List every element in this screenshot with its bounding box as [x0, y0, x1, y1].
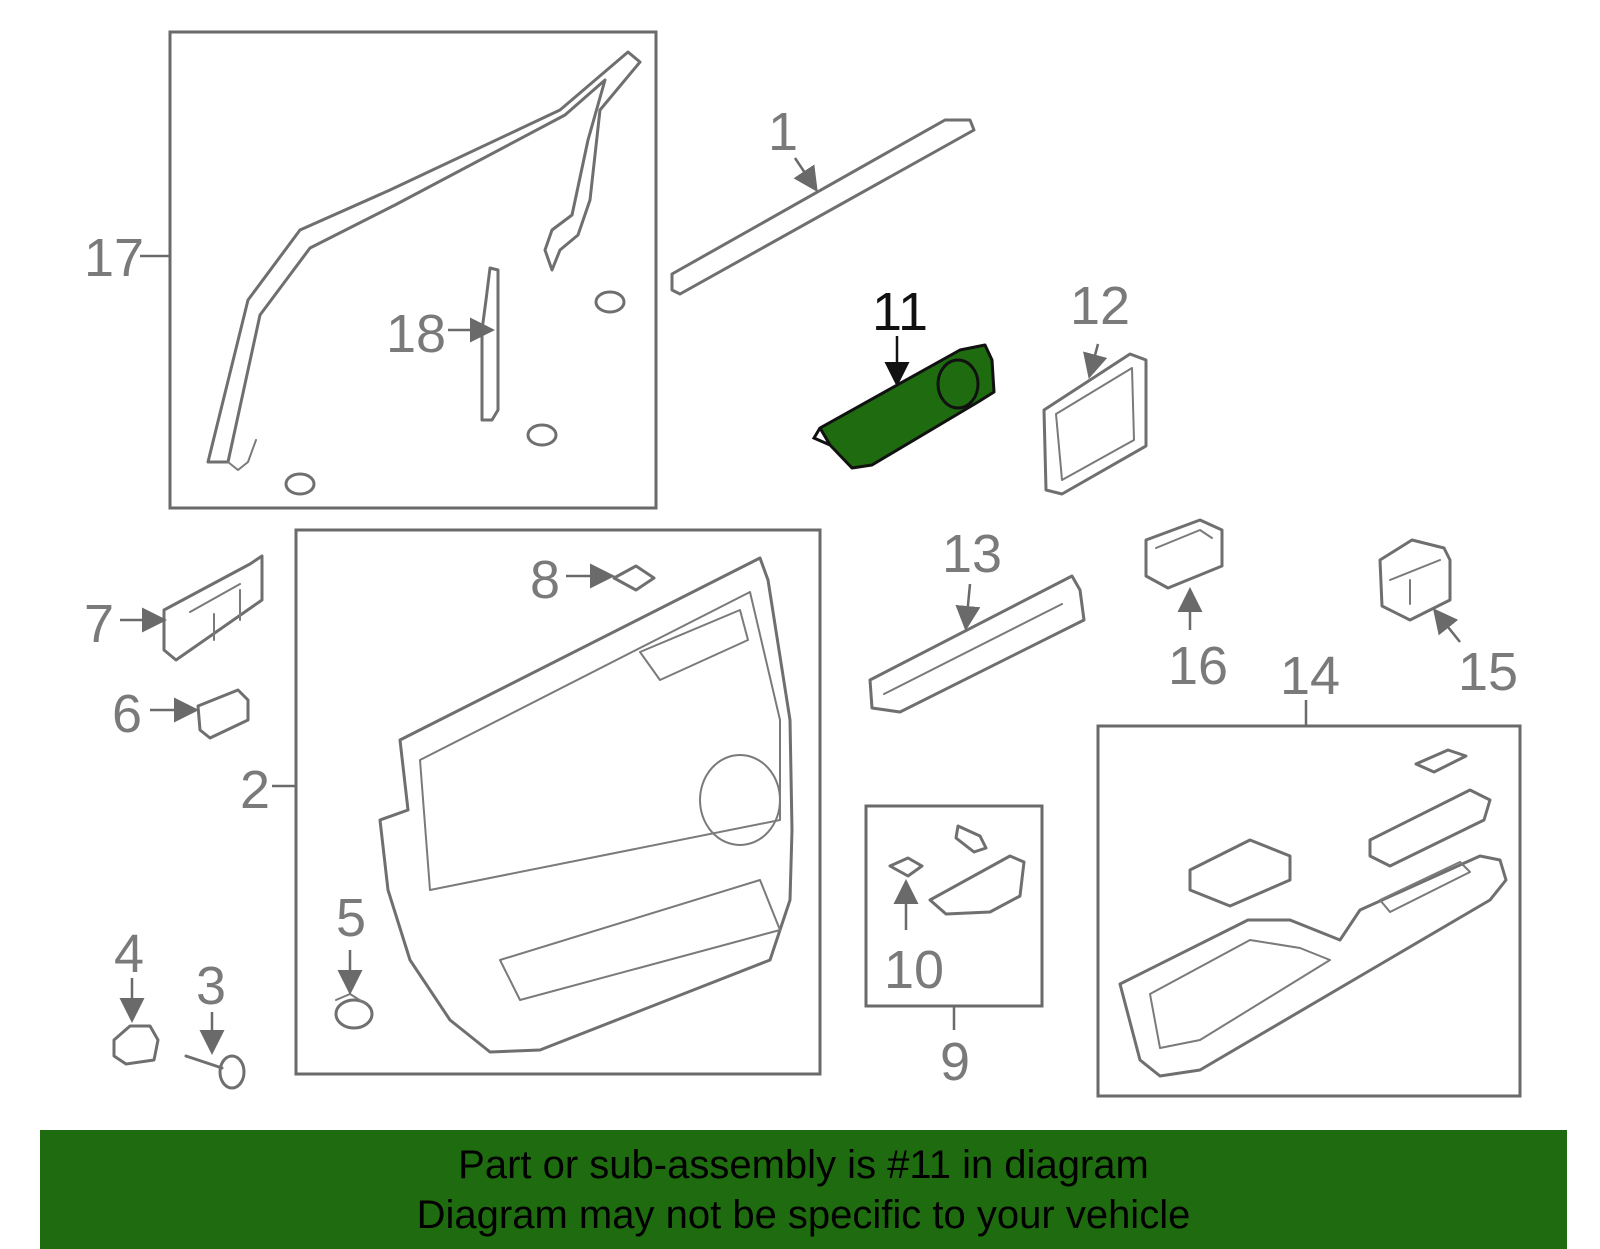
callout-11: 11 — [872, 282, 928, 342]
part-11-highlighted — [811, 343, 996, 470]
part-17-window-frame — [206, 50, 642, 471]
part-16-switch — [1144, 518, 1224, 590]
info-banner: Part or sub-assembly is #11 in diagram D… — [40, 1130, 1567, 1249]
banner-line-1: Part or sub-assembly is #11 in diagram — [458, 1143, 1149, 1187]
part-13-trim-strip — [868, 574, 1086, 714]
callout-16: 16 — [1168, 636, 1228, 696]
callout-12: 12 — [1070, 276, 1130, 336]
callout-5: 5 — [336, 888, 366, 948]
leader-12 — [1083, 343, 1108, 379]
callout-18: 18 — [386, 304, 446, 364]
callout-9: 9 — [940, 1032, 970, 1092]
part-10-clip — [888, 856, 924, 878]
part-8-clip — [612, 564, 656, 592]
part-6-clip — [196, 688, 250, 740]
part-5-fastener — [334, 993, 374, 1030]
clips-17 — [284, 290, 626, 496]
callout-6: 6 — [112, 684, 142, 744]
leader-13 — [955, 583, 981, 631]
part-7-bracket — [162, 554, 264, 662]
callout-7: 7 — [84, 594, 114, 654]
callout-2: 2 — [240, 760, 270, 820]
part-18-bracket — [480, 266, 500, 422]
callout-15: 15 — [1458, 642, 1518, 702]
callout-17: 17 — [84, 228, 144, 288]
callout-10: 10 — [884, 940, 944, 1000]
callout-8: 8 — [530, 550, 560, 610]
part-2-door-trim-panel — [378, 556, 794, 1054]
part-1-belt-strip — [670, 118, 976, 296]
callout-4: 4 — [114, 924, 144, 984]
part-14-armrest — [1118, 748, 1508, 1078]
callout-1: 1 — [768, 102, 798, 162]
part-15-switch — [1378, 538, 1452, 622]
group-box-2 — [294, 528, 822, 1076]
callout-3: 3 — [196, 956, 226, 1016]
banner-line-2: Diagram may not be specific to your vehi… — [416, 1193, 1191, 1237]
part-9-pocket — [928, 824, 1026, 916]
callout-13: 13 — [942, 524, 1002, 584]
part-12-frame — [1042, 352, 1148, 496]
part-4-cap — [112, 1024, 160, 1066]
group-box-14 — [1096, 724, 1522, 1098]
part-3-screw — [184, 1054, 246, 1090]
group-box-17 — [168, 30, 658, 510]
leader-15 — [1432, 608, 1461, 643]
leader-1 — [793, 157, 818, 193]
callout-14: 14 — [1280, 646, 1340, 706]
